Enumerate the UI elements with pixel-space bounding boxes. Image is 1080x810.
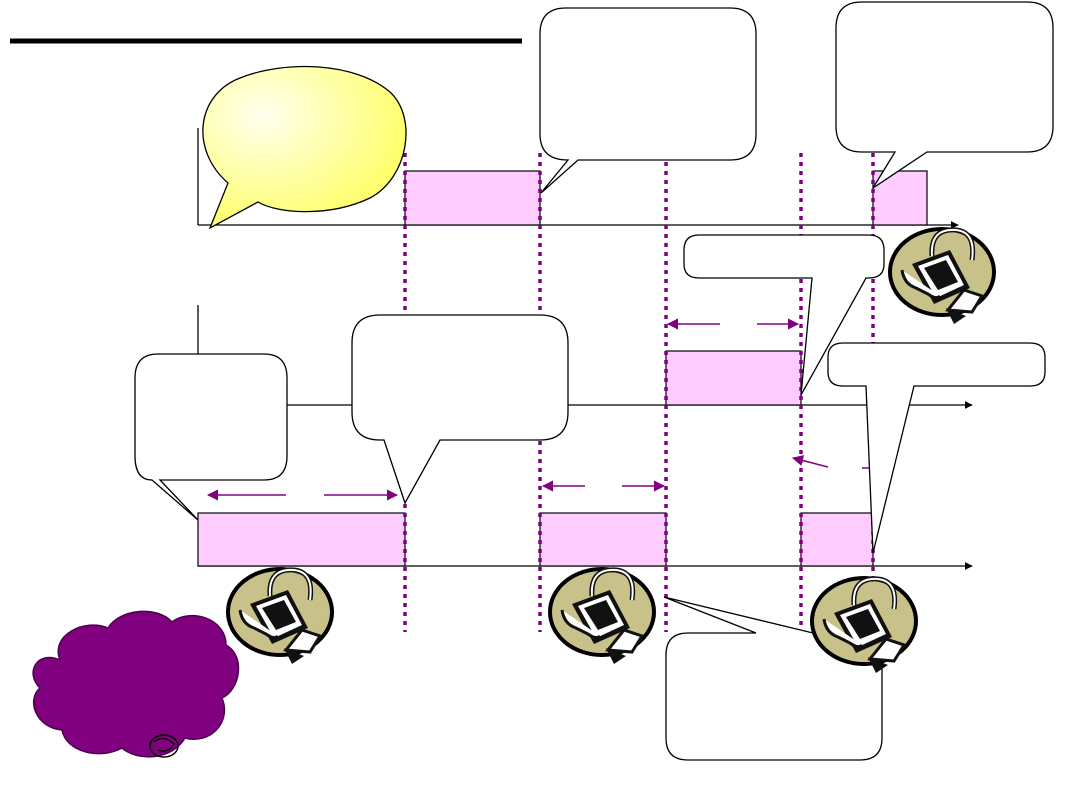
pulse-1b	[872, 170, 928, 226]
pulse-2a	[665, 350, 802, 406]
pulse-3a	[197, 512, 406, 567]
duration-arrows	[206, 318, 882, 501]
pulse-3c	[800, 512, 874, 567]
lock-icon	[550, 569, 654, 664]
swirl-icon	[149, 734, 179, 758]
callout-top-right	[835, 1, 1054, 189]
callout-left	[134, 353, 288, 521]
pulse-3b	[539, 512, 667, 567]
timeline-1	[197, 128, 959, 229]
lock-icon	[890, 229, 994, 324]
callout-right	[827, 342, 1046, 554]
lock-icon	[228, 569, 332, 664]
callout-top-middle	[539, 7, 757, 194]
yellow-callout	[202, 65, 407, 230]
pulse-1a	[404, 170, 541, 226]
callout-center	[351, 314, 569, 505]
purple-cloud	[32, 610, 240, 758]
timeline-3	[197, 512, 973, 570]
callout-middle-right	[683, 234, 885, 396]
